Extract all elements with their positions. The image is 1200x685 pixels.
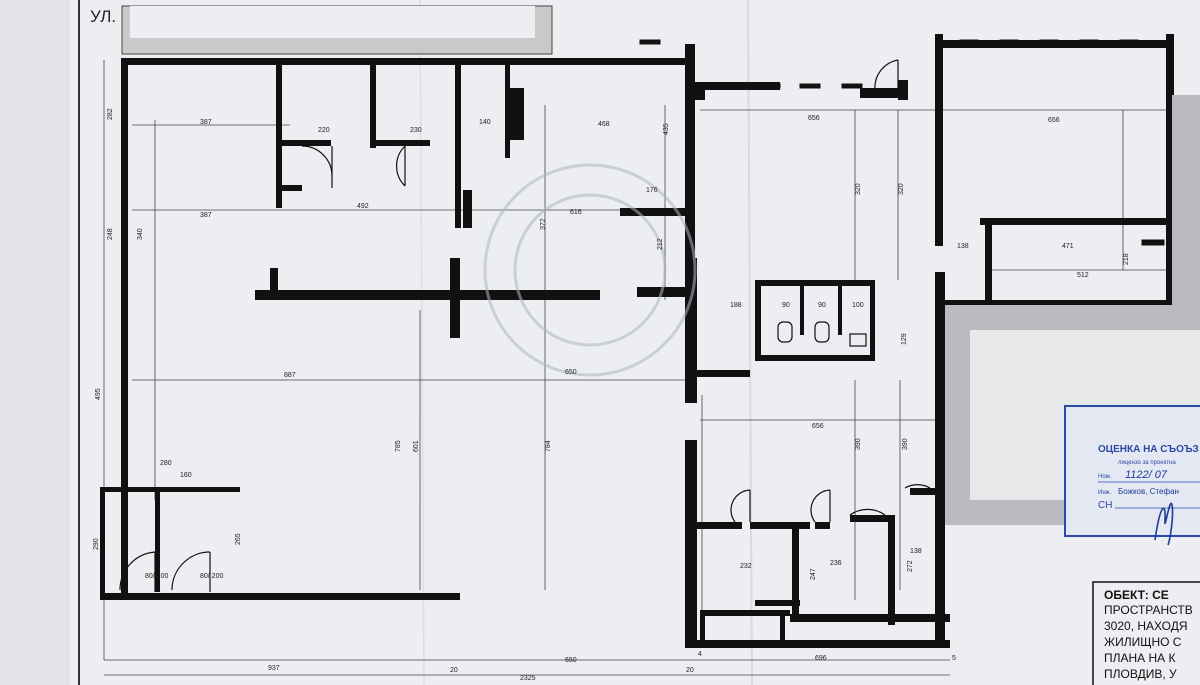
svg-text:20: 20 <box>686 667 694 674</box>
svg-text:601: 601 <box>413 440 420 452</box>
svg-text:230: 230 <box>410 127 422 134</box>
svg-text:2325: 2325 <box>520 675 536 682</box>
object-line: ЖИЛИЩНО С <box>1104 635 1182 649</box>
svg-text:138: 138 <box>910 548 922 555</box>
svg-text:160: 160 <box>180 472 192 479</box>
svg-text:220: 220 <box>318 127 330 134</box>
svg-text:495: 495 <box>95 388 102 400</box>
svg-text:247: 247 <box>810 568 817 580</box>
valuation-stamp: ОЦЕНКА НА СЪОЪЗ лицензо за проектна Ном.… <box>1064 405 1200 546</box>
svg-text:340: 340 <box>137 228 144 240</box>
svg-text:650: 650 <box>565 657 577 664</box>
svg-text:5: 5 <box>952 655 956 662</box>
svg-text:887: 887 <box>284 372 296 379</box>
stamp-name: Божков, Стефан <box>1118 487 1179 496</box>
stamp-prefix-name: Инж. <box>1098 490 1112 496</box>
svg-text:320: 320 <box>855 183 862 195</box>
paper-left-border <box>78 0 80 685</box>
stamp-title: ОЦЕНКА НА СЪОЪЗ <box>1098 444 1199 455</box>
svg-text:4: 4 <box>698 651 702 658</box>
svg-text:80/ 200: 80/ 200 <box>145 573 168 580</box>
dimension-labels: 387 220 230 140 468 656 656 492 387 616 … <box>93 108 1130 682</box>
svg-text:468: 468 <box>598 121 610 128</box>
dimension-lines <box>103 60 1170 676</box>
stamp-subtitle: лицензо за проектна <box>1118 460 1176 466</box>
svg-text:320: 320 <box>898 183 905 195</box>
svg-text:20: 20 <box>450 667 458 674</box>
svg-text:390: 390 <box>855 438 862 450</box>
object-description-box: ОБЕКТ: СЕ ПРОСТРАНСТВ 3020, НАХОДЯ ЖИЛИЩ… <box>1092 581 1200 685</box>
svg-text:265: 265 <box>235 533 242 545</box>
svg-text:616: 616 <box>570 209 582 216</box>
svg-text:140: 140 <box>479 119 491 126</box>
svg-text:435: 435 <box>663 123 670 135</box>
object-line: ОБЕКТ: СЕ <box>1104 588 1169 602</box>
svg-text:785: 785 <box>395 440 402 452</box>
window-marks <box>639 39 1165 246</box>
svg-text:138: 138 <box>957 243 969 250</box>
paper-fold-line <box>419 0 425 685</box>
object-line: 3020, НАХОДЯ <box>1104 619 1188 633</box>
svg-text:188: 188 <box>730 302 742 309</box>
svg-text:650: 650 <box>565 369 577 376</box>
svg-text:656: 656 <box>812 423 824 430</box>
svg-text:129: 129 <box>901 333 908 345</box>
svg-text:696: 696 <box>815 655 827 662</box>
watermark-logo <box>483 163 697 377</box>
svg-text:656: 656 <box>808 115 820 122</box>
signature <box>1154 502 1174 546</box>
svg-text:212: 212 <box>657 238 664 250</box>
door-swings <box>119 59 931 592</box>
svg-text:656: 656 <box>1048 117 1060 124</box>
street-wall-paper-gap <box>130 6 535 38</box>
stamp-sn-label: СН <box>1098 500 1112 511</box>
svg-text:218: 218 <box>1123 253 1130 265</box>
toilet-fixtures <box>777 321 867 347</box>
object-line: ПЛОВДИВ, У <box>1104 667 1177 681</box>
svg-text:176: 176 <box>646 187 658 194</box>
svg-text:937: 937 <box>268 665 280 672</box>
svg-text:387: 387 <box>200 212 212 219</box>
svg-text:290: 290 <box>93 538 100 550</box>
svg-text:492: 492 <box>357 203 369 210</box>
svg-text:784: 784 <box>545 440 552 452</box>
svg-text:90: 90 <box>818 302 826 309</box>
svg-text:282: 282 <box>107 108 114 120</box>
object-line: ПЛАНА НА К <box>1104 651 1176 665</box>
svg-text:90: 90 <box>782 302 790 309</box>
svg-text:80/ 200: 80/ 200 <box>200 573 223 580</box>
paper-torn-edge <box>0 0 70 685</box>
svg-text:248: 248 <box>107 228 114 240</box>
svg-text:100: 100 <box>852 302 864 309</box>
svg-text:272: 272 <box>907 560 914 572</box>
svg-text:512: 512 <box>1077 272 1089 279</box>
svg-text:236: 236 <box>830 560 842 567</box>
object-line: ПРОСТРАНСТВ <box>1104 603 1193 617</box>
svg-text:232: 232 <box>740 563 752 570</box>
paper-fold-line <box>747 0 753 685</box>
svg-text:471: 471 <box>1062 243 1074 250</box>
stamp-number: 1122/ 07 <box>1125 469 1168 481</box>
svg-text:390: 390 <box>902 438 909 450</box>
svg-text:387: 387 <box>200 119 212 126</box>
svg-text:372: 372 <box>540 218 547 230</box>
svg-text:280: 280 <box>160 460 172 467</box>
stamp-prefix-no: Ном. <box>1098 474 1112 480</box>
